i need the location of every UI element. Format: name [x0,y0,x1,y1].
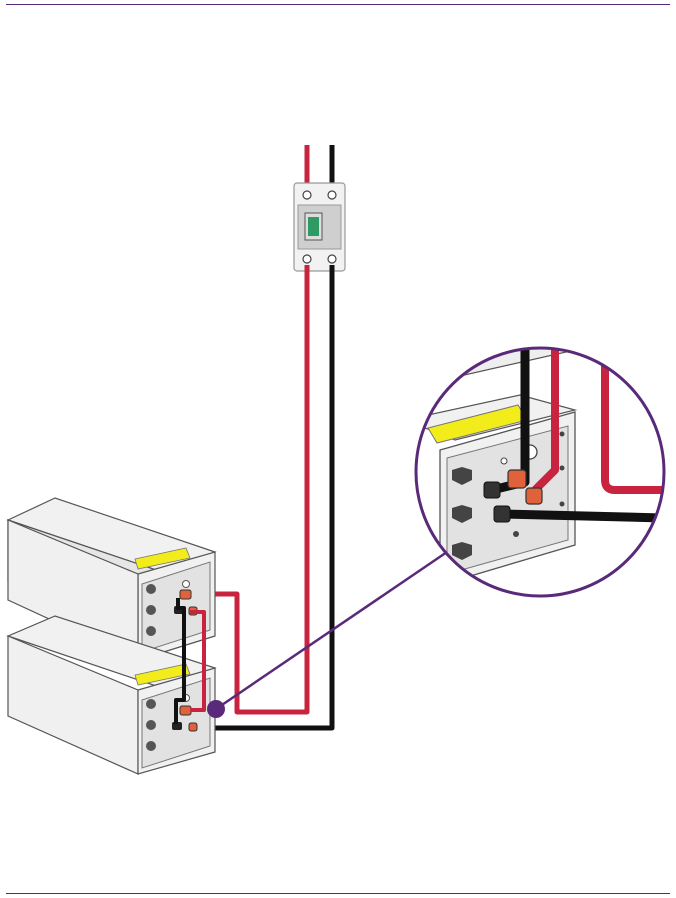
terminal-positive-upper [179,589,192,600]
zoom-circle-border [414,346,666,598]
battery-jumpers [174,598,206,724]
battery-module-lower [6,615,217,775]
label-strip-lower [134,663,191,686]
jumper-positive [190,610,206,712]
zoom-terminal-negative-b [493,505,511,523]
zoom-callout-pointer [207,550,448,718]
positive-cable-main [190,265,310,715]
zoom-positive-main [601,348,664,494]
zoom-vent-2 [452,505,472,523]
label-strip-upper [134,547,191,570]
zoom-callout [414,346,666,598]
breaker-screw-bottom-left [302,254,312,264]
zoom-terminal-positive-b [525,487,543,505]
zoom-positive-jumper [532,348,559,493]
zoom-terminal-positive-a [507,469,527,489]
top-rule [6,4,670,5]
zoom-vent-1 [452,467,472,485]
breaker-screw-top-left [302,190,312,200]
zoom-vent-3 [452,542,472,560]
bottom-rule [6,893,670,894]
circuit-breaker [293,182,346,272]
zoom-negative-main [504,509,664,523]
callout-marker [207,700,225,718]
cables-to-battery [176,265,335,731]
negative-cable-main [176,265,335,731]
breaker-screw-top-right [327,190,337,200]
jumper-negative [174,598,186,724]
zoom-terminal-negative-a [483,481,501,499]
terminal-positive-lower [179,705,192,716]
breaker-screw-bottom-right [327,254,337,264]
